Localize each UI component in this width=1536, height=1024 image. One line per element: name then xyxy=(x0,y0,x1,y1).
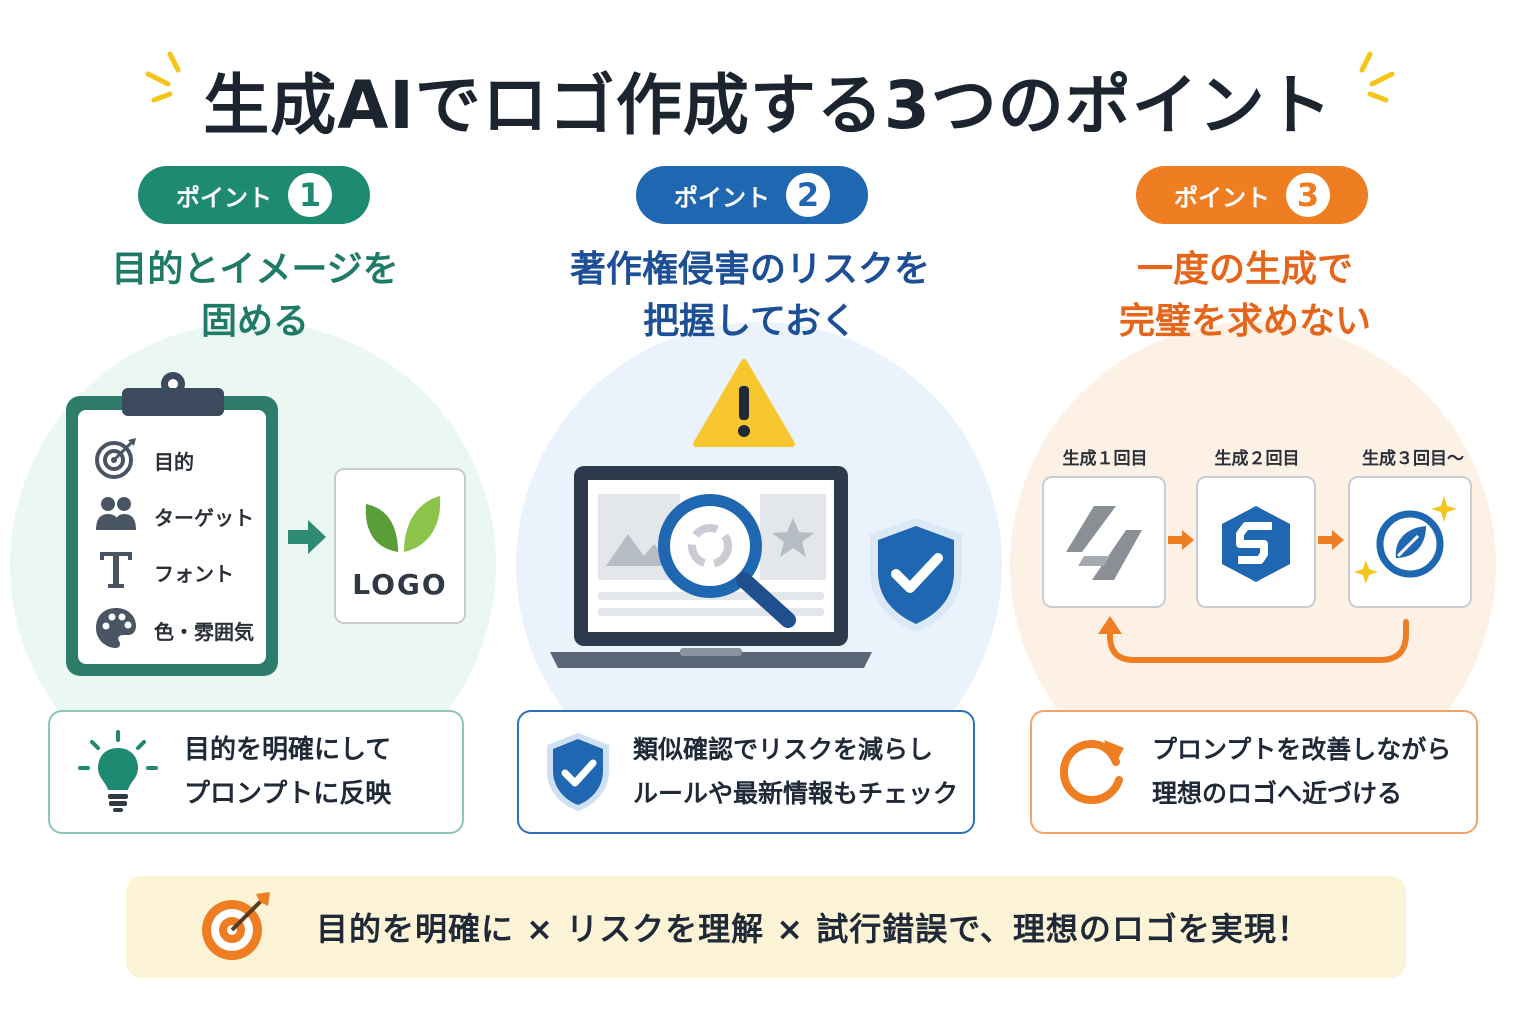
font-icon xyxy=(100,552,132,588)
point-1-pill: ポイント 1 xyxy=(138,166,370,224)
point-3-heading: 一度の生成で 完璧を求めない xyxy=(1030,244,1460,348)
magnifier-icon xyxy=(658,494,796,628)
point-3-pill: ポイント 3 xyxy=(1136,166,1368,224)
point-3-summary-line-2: 理想のロゴへ近づける xyxy=(1152,779,1403,808)
shield-check-icon xyxy=(870,518,962,632)
clipboard-item-target: ターゲット xyxy=(154,506,254,530)
point-1-heading-line-1: 目的とイメージを xyxy=(111,249,399,290)
sparkle-left-icon xyxy=(145,51,181,103)
draft-logo-2-icon xyxy=(1222,506,1290,582)
clipboard-item-font: フォント xyxy=(154,562,234,586)
arrow-step-2-icon xyxy=(1318,530,1344,550)
point-2-heading: 著作権侵害のリスクを 把握しておく xyxy=(530,244,970,348)
clipboard-item-purpose: 目的 xyxy=(154,450,194,474)
refresh-icon xyxy=(1059,739,1124,805)
shield-check-small-icon xyxy=(547,733,609,811)
point-3-summary-box: プロンプトを改善しながら 理想のロゴへ近づける xyxy=(1030,710,1478,834)
page-title: 生成AIでロゴ作成する3つのポイント xyxy=(203,67,1333,144)
point-2-summary-line-1: 類似確認でリスクを減らし xyxy=(633,735,934,764)
draft-logo-1-icon xyxy=(1066,506,1142,580)
point-2-summary-line-2: ルールや最新情報もチェック xyxy=(633,779,959,808)
point-3-heading-line-1: 一度の生成で xyxy=(1136,249,1353,290)
point-1-summary-box: 目的を明確にして プロンプトに反映 xyxy=(48,710,464,834)
point-3-number: 3 xyxy=(1286,173,1330,217)
point-2-heading-line-1: 著作権侵害のリスクを xyxy=(569,249,930,290)
bottom-message: 目的を明確に × リスクを理解 × 試行錯誤で、理想のロゴを実現！ xyxy=(316,910,1310,948)
arrow-right-icon xyxy=(288,520,326,554)
point-3-pill-label: ポイント xyxy=(1174,183,1270,212)
step-2-label: 生成２回目 xyxy=(1214,449,1300,469)
final-logo-icon xyxy=(1354,496,1457,584)
point-2-pill-label: ポイント xyxy=(674,183,770,212)
warning-icon xyxy=(693,359,795,447)
leaf-logo-icon xyxy=(365,496,441,552)
people-icon xyxy=(96,497,136,530)
clipboard-item-color: 色・雰囲気 xyxy=(154,620,254,644)
logo-text: LOGO xyxy=(352,568,448,601)
step-3-label: 生成３回目〜 xyxy=(1362,449,1464,469)
point-1-pill-label: ポイント xyxy=(176,183,272,212)
arrow-step-1-icon xyxy=(1168,530,1194,550)
point-2-pill: ポイント 2 xyxy=(636,166,868,224)
point-1-heading: 目的とイメージを 固める xyxy=(40,244,470,348)
lightbulb-icon xyxy=(78,730,158,812)
step-1-label: 生成１回目 xyxy=(1062,449,1148,469)
target-arrow-icon xyxy=(202,892,270,960)
logo-card xyxy=(334,468,466,624)
bottom-message-bar: 目的を明確に × リスクを理解 × 試行錯誤で、理想のロゴを実現！ xyxy=(126,876,1406,978)
sparkle-right-icon xyxy=(1359,51,1395,103)
point-3-summary-line-1: プロンプトを改善しながら xyxy=(1152,735,1452,764)
point-3-heading-line-2: 完璧を求めない xyxy=(1118,301,1371,342)
target-icon xyxy=(95,438,136,479)
point-1-heading-line-2: 固める xyxy=(200,301,309,342)
point-1-summary-line-2: プロンプトに反映 xyxy=(184,779,392,809)
clipboard-clip-icon xyxy=(122,372,224,416)
point-1-summary-line-1: 目的を明確にして xyxy=(184,735,392,765)
loop-arrow-icon xyxy=(1098,616,1409,663)
point-2-heading-line-2: 把握しておく xyxy=(643,301,857,342)
point-1-number: 1 xyxy=(288,173,332,217)
step-1-card xyxy=(1042,476,1166,608)
point-2-summary-box: 類似確認でリスクを減らし ルールや最新情報もチェック xyxy=(517,710,975,834)
palette-icon xyxy=(96,608,136,648)
point-2-number: 2 xyxy=(786,173,830,217)
